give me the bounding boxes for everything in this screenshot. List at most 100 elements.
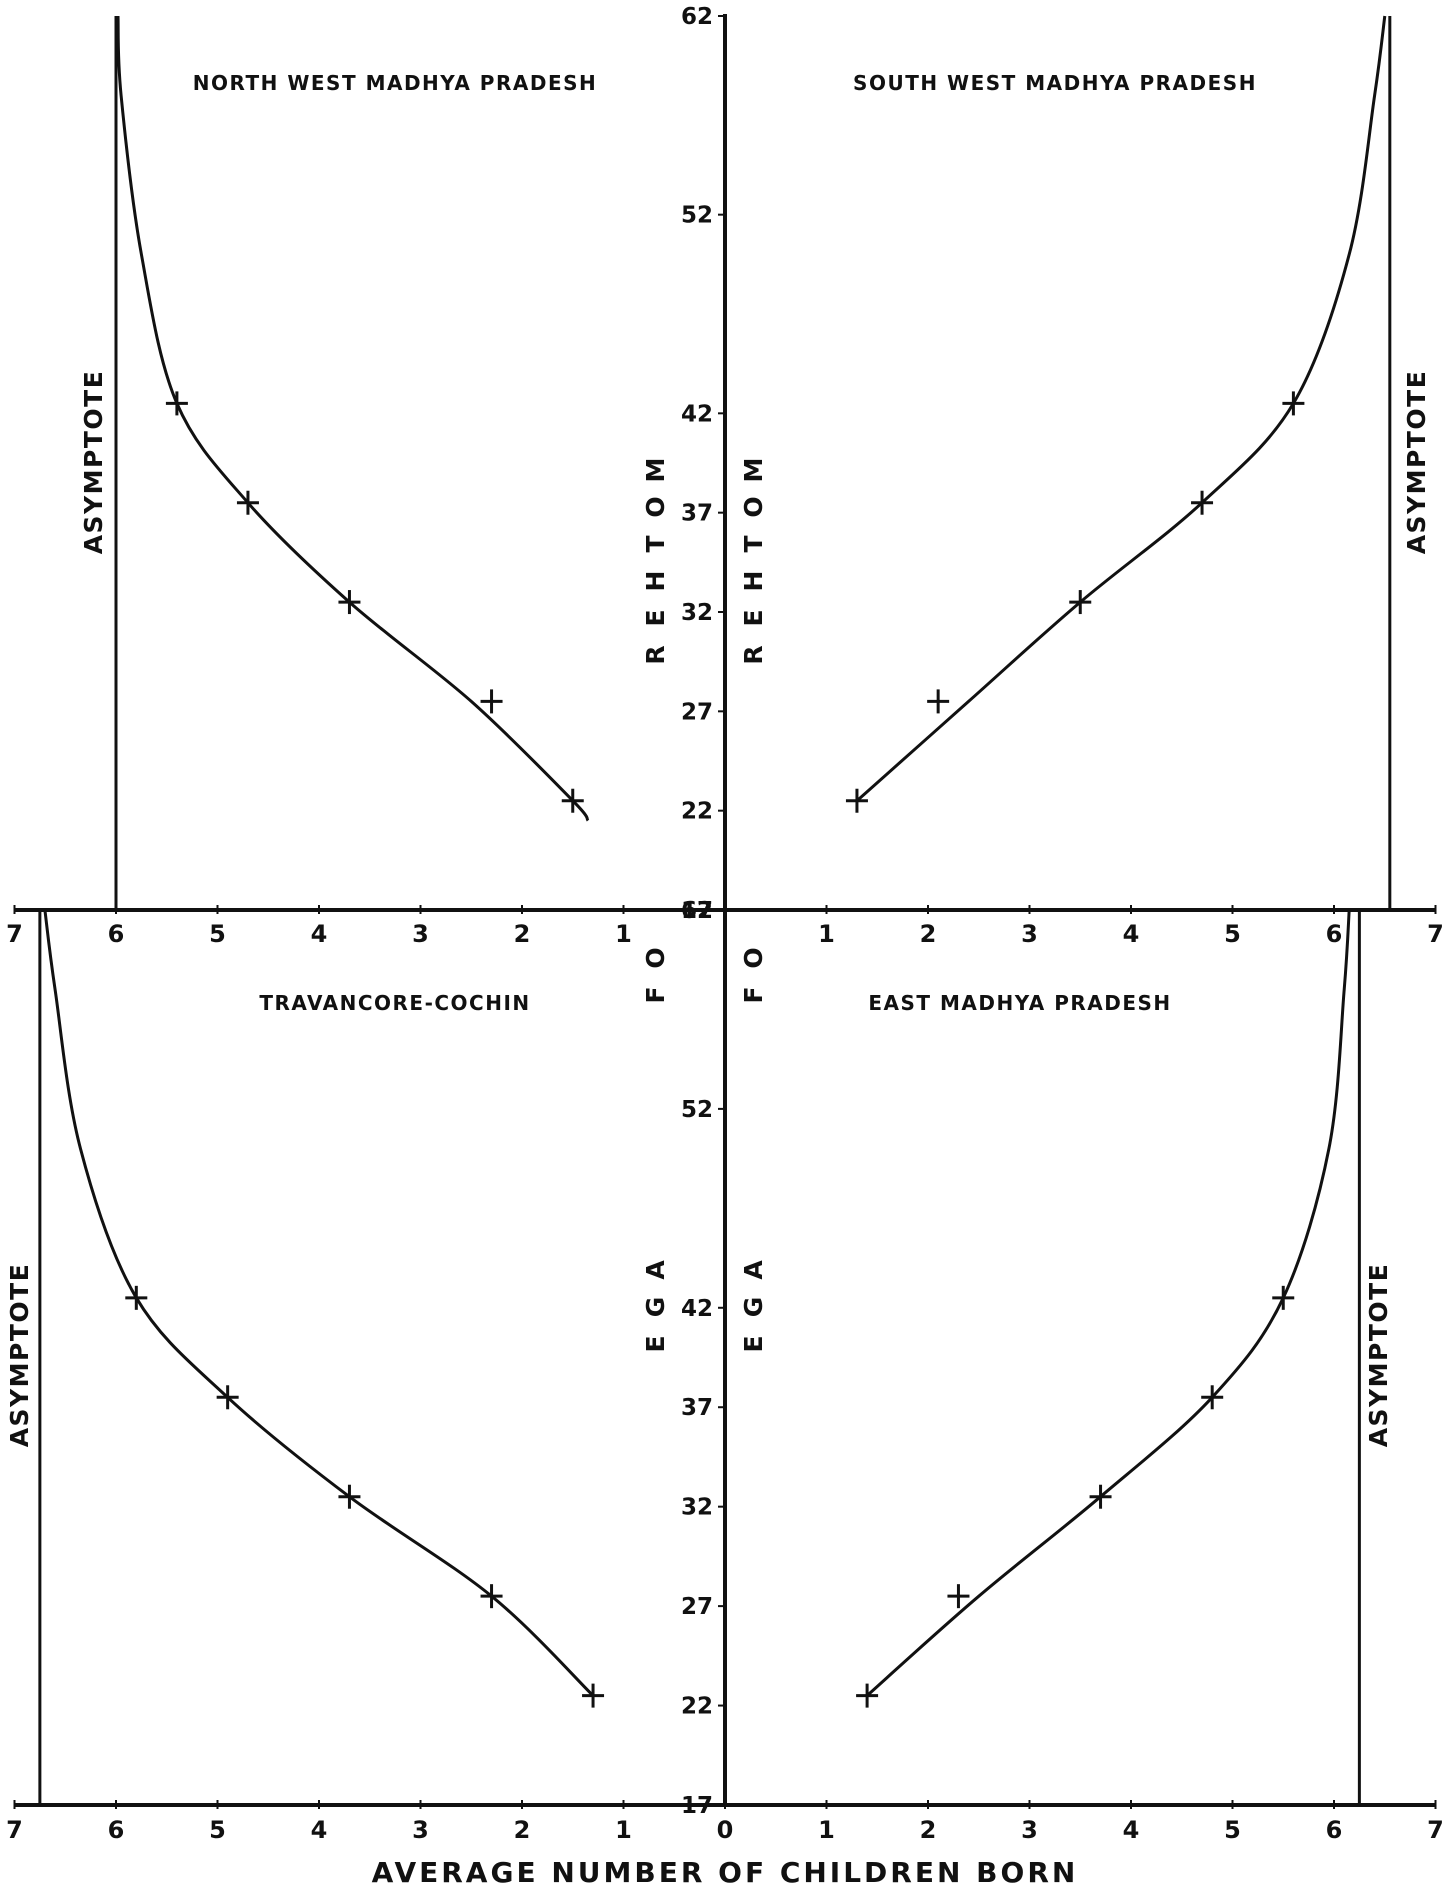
x-tick-label-north-west: 5 bbox=[209, 920, 226, 948]
y-axis-letter: O bbox=[641, 947, 670, 968]
data-point-travancore-cochin bbox=[480, 1584, 503, 1609]
data-point-south-west bbox=[927, 689, 950, 714]
data-point-north-west bbox=[165, 391, 188, 416]
x-tick-label-north-west: 1 bbox=[615, 920, 632, 948]
fitted-curves bbox=[43, 15, 1387, 1697]
y-tick-label-travancore-cochin: 37 bbox=[681, 1395, 713, 1421]
data-point-north-west bbox=[480, 689, 503, 714]
panel-title-travancore-cochin: TRAVANCORE-COCHIN bbox=[259, 991, 530, 1015]
data-point-travancore-cochin bbox=[338, 1484, 361, 1509]
x-tick-label-east: 3 bbox=[1021, 1816, 1038, 1844]
data-point-east bbox=[1272, 1285, 1295, 1310]
y-axis-letter: E bbox=[739, 1335, 768, 1352]
x-tick-label-south-west: 4 bbox=[1123, 920, 1140, 948]
y-axis-letter: H bbox=[641, 571, 670, 592]
x-tick-label-south-west: 5 bbox=[1224, 920, 1241, 948]
x-tick-label-north-west: 4 bbox=[311, 920, 328, 948]
fitted-curve-north-west bbox=[116, 15, 590, 822]
data-markers bbox=[125, 391, 1305, 1708]
y-tick-label-north-west: 22 bbox=[681, 799, 713, 825]
data-point-south-west bbox=[1282, 391, 1305, 416]
y-tick-label-north-west: 62 bbox=[681, 4, 713, 30]
x-tick-label-north-west: 2 bbox=[514, 920, 531, 948]
x-tick-label-east: 2 bbox=[920, 1816, 937, 1844]
asymptote-label-north-west: ASYMPTOTE bbox=[79, 370, 108, 555]
x-axis-label: AVERAGE NUMBER OF CHILDREN BORN bbox=[372, 1856, 1079, 1887]
y-tick-label-north-west: 32 bbox=[681, 600, 713, 626]
x-tick-label-travancore-cochin: 4 bbox=[311, 1816, 328, 1844]
data-point-travancore-cochin bbox=[582, 1683, 605, 1708]
data-point-east bbox=[856, 1683, 879, 1708]
x-tick-label-travancore-cochin: 7 bbox=[6, 1816, 23, 1844]
y-tick-label-north-west: 52 bbox=[681, 203, 713, 229]
y-tick-label-travancore-cochin: 17 bbox=[681, 1793, 713, 1819]
axes-frame bbox=[13, 14, 1437, 1809]
y-axis-letter: T bbox=[739, 535, 768, 552]
data-point-north-west bbox=[236, 490, 259, 515]
data-point-travancore-cochin bbox=[125, 1285, 148, 1310]
y-tick-label-travancore-cochin: 62 bbox=[681, 898, 713, 924]
panel-title-south-west: SOUTH WEST MADHYA PRADESH bbox=[853, 71, 1257, 95]
y-axis-letter: G bbox=[739, 1297, 768, 1318]
y-tick-label-north-west: 37 bbox=[681, 501, 713, 527]
x-tick-label-east: 0 bbox=[717, 1816, 734, 1844]
fitted-curve-east bbox=[866, 909, 1351, 1697]
y-tick-label-north-west: 42 bbox=[681, 401, 713, 427]
fitted-curve-travancore-cochin bbox=[43, 909, 595, 1697]
data-point-north-west bbox=[561, 788, 584, 813]
y-axis-letter: O bbox=[739, 947, 768, 968]
y-tick-label-travancore-cochin: 27 bbox=[681, 1594, 713, 1620]
y-axis-letter: O bbox=[739, 496, 768, 517]
y-axis-letter: A bbox=[739, 1260, 768, 1280]
y-tick-label-north-west: 27 bbox=[681, 699, 713, 725]
y-axis-letter: T bbox=[641, 535, 670, 552]
x-tick-label-south-west: 3 bbox=[1021, 920, 1038, 948]
x-tick-label-travancore-cochin: 6 bbox=[108, 1816, 125, 1844]
x-tick-label-south-west: 6 bbox=[1326, 920, 1343, 948]
x-tick-label-east: 1 bbox=[818, 1816, 835, 1844]
x-tick-label-south-west: 7 bbox=[1427, 920, 1444, 948]
y-axis-letter: H bbox=[739, 571, 768, 592]
asymptote-label-east: ASYMPTOTE bbox=[1364, 1263, 1393, 1448]
y-axis-letter: E bbox=[641, 1335, 670, 1352]
data-point-south-west bbox=[1191, 490, 1214, 515]
data-point-east bbox=[947, 1584, 970, 1609]
data-point-north-west bbox=[338, 590, 361, 615]
y-axis-letter: E bbox=[739, 609, 768, 626]
x-tick-label-east: 4 bbox=[1123, 1816, 1140, 1844]
x-tick-label-travancore-cochin: 5 bbox=[209, 1816, 226, 1844]
panel-title-north-west: NORTH WEST MADHYA PRADESH bbox=[193, 71, 598, 95]
data-point-east bbox=[1201, 1385, 1224, 1410]
panel-title-east: EAST MADHYA PRADESH bbox=[868, 991, 1171, 1015]
y-tick-label-north-west: 17 bbox=[681, 898, 713, 924]
y-tick-label-travancore-cochin: 52 bbox=[681, 1097, 713, 1123]
y-axis-letter: O bbox=[641, 496, 670, 517]
data-point-east bbox=[1089, 1484, 1112, 1509]
y-tick-label-travancore-cochin: 42 bbox=[681, 1296, 713, 1322]
data-point-travancore-cochin bbox=[216, 1385, 239, 1410]
fitted-curve-south-west bbox=[856, 15, 1387, 802]
y-axis-letter: R bbox=[641, 645, 670, 664]
y-axis-letter: G bbox=[641, 1297, 670, 1318]
asymptote-label-south-west: ASYMPTOTE bbox=[1402, 370, 1431, 555]
x-tick-label-east: 5 bbox=[1224, 1816, 1241, 1844]
asymptote-label-travancore-cochin: ASYMPTOTE bbox=[5, 1263, 34, 1448]
x-tick-label-travancore-cochin: 3 bbox=[412, 1816, 429, 1844]
x-tick-label-north-west: 3 bbox=[412, 920, 429, 948]
x-tick-label-travancore-cochin: 1 bbox=[615, 1816, 632, 1844]
x-tick-label-south-west: 2 bbox=[920, 920, 937, 948]
y-axis-letter: M bbox=[641, 458, 670, 483]
x-tick-label-east: 7 bbox=[1427, 1816, 1444, 1844]
y-axis-letter: A bbox=[641, 1260, 670, 1280]
data-point-south-west bbox=[845, 788, 868, 813]
x-tick-label-travancore-cochin: 2 bbox=[514, 1816, 531, 1844]
y-axis-letter: E bbox=[641, 609, 670, 626]
x-tick-label-south-west: 1 bbox=[818, 920, 835, 948]
asymptote-lines bbox=[38, 16, 1392, 1805]
y-axis-letter: M bbox=[739, 458, 768, 483]
y-tick-label-travancore-cochin: 22 bbox=[681, 1694, 713, 1720]
